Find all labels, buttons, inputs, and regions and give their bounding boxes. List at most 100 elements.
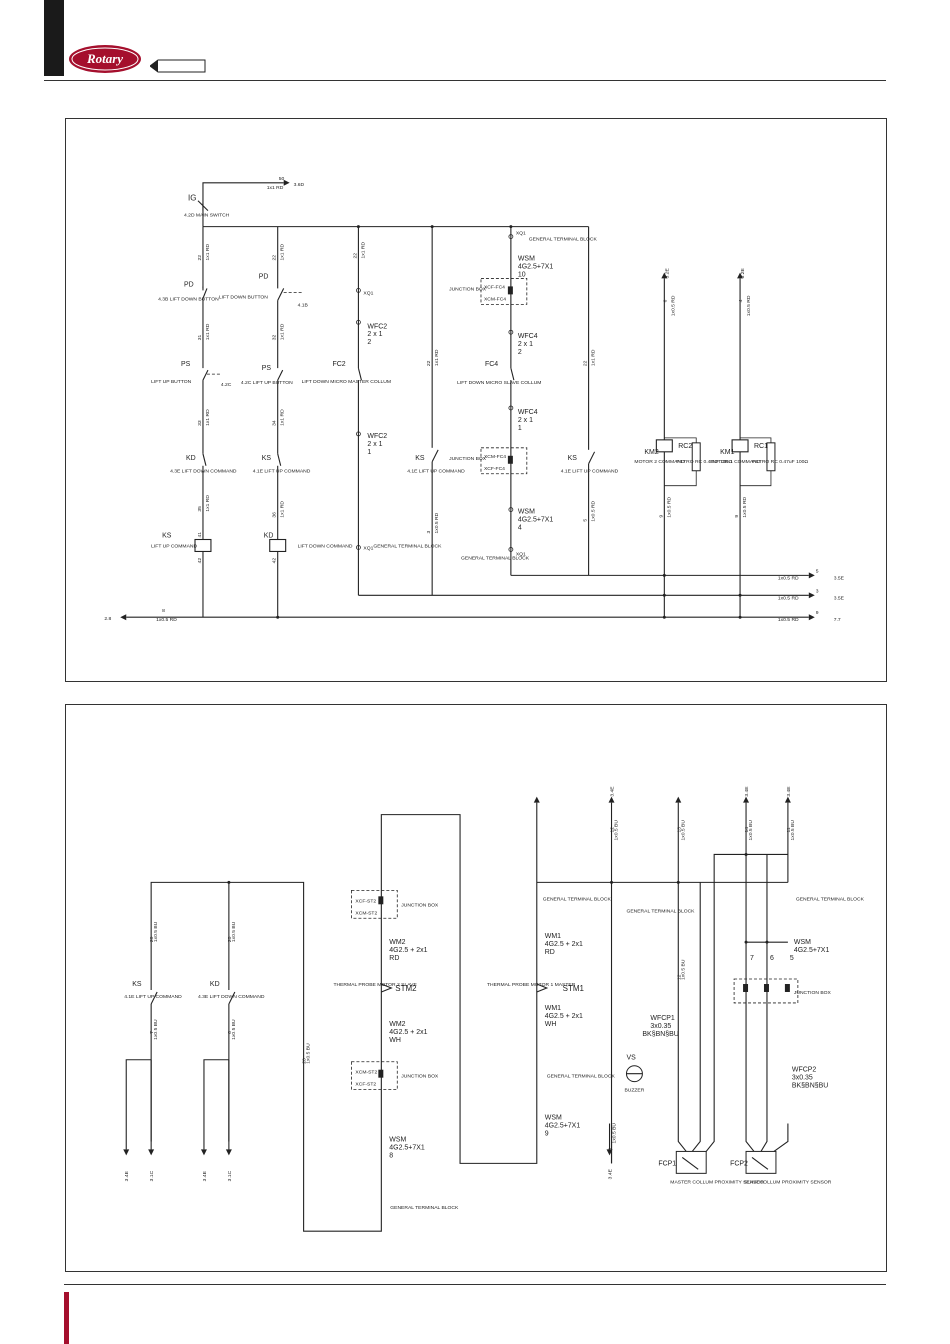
km1-desc: MOTOR 1 COMMAND <box>710 459 761 465</box>
junction2-xcm: XCM-FC4 <box>484 454 506 460</box>
pd1-id: PD <box>184 281 194 288</box>
wfc4-top-n: 2 <box>518 349 522 356</box>
w34: 34 <box>272 420 278 426</box>
ps1-id: PS <box>181 361 191 368</box>
terminal-top-xq: XQ1 <box>516 231 526 237</box>
bus5-ref: 3.5E <box>834 575 845 581</box>
w22-a: 22 <box>197 255 203 261</box>
xcf-st2-bot: XCF-ST2 <box>355 1082 376 1088</box>
ps2-desc: 4.2C LIFT UP BUTTON <box>241 380 293 386</box>
wm1-bot-c: WH <box>545 1021 557 1028</box>
kd1-id: KD <box>186 455 196 462</box>
wfc2-top-n: 2 <box>367 339 371 346</box>
wm2-top-c: RD <box>389 955 399 962</box>
wsm-a-spec: 4G2.5+7X1 <box>389 1144 425 1151</box>
xcm-st2-bot: XCM-ST2 <box>355 1070 377 1076</box>
w12-top-spec: 1x0.5 BU <box>614 820 620 841</box>
w6-spec: 1x0.5 BU <box>231 1019 237 1040</box>
w22-c: 22 <box>352 253 358 259</box>
fc4-desc: LIFT DOWN MICRO SLAVE COLLUM <box>457 380 541 386</box>
power-ref: 3.6D <box>294 182 305 188</box>
wsm-bot-spec: 4G2.5+7X1 <box>518 517 554 524</box>
w35-spec: 1x1 RD <box>205 495 211 512</box>
w33-spec: 1x1 RD <box>205 409 211 426</box>
rc1-desc: FILTRO RC 0.47uF 100Ω <box>752 459 808 465</box>
junction-st2-top: JUNCTION BOX <box>401 902 439 908</box>
stm1-id: STM1 <box>563 984 585 993</box>
km2-desc: MOTOR 2 COMMAND <box>634 459 685 465</box>
footer-rule <box>64 1284 886 1285</box>
terminal-right: GENERAL TERMINAL BLOCK <box>796 896 865 902</box>
kd1-desc: 4.3E LIFT DOWN COMMAND <box>170 469 237 475</box>
bus8-wire: 8 <box>162 608 165 614</box>
w32: 32 <box>272 334 278 340</box>
km2-id: KM2 <box>644 449 658 456</box>
w10: 10 <box>608 1148 614 1154</box>
w31: 31 <box>197 334 203 340</box>
power-wire: 50 <box>279 176 285 182</box>
junction-boxes <box>480 278 528 475</box>
wsm-b-id: WSM <box>545 1115 562 1122</box>
junction-wsm: JUNCTION BOX <box>794 990 832 996</box>
w9-b: 9 <box>734 515 740 518</box>
relay-coils <box>194 437 776 553</box>
rc1-id: RC1 <box>754 443 768 450</box>
header-rule <box>44 80 886 81</box>
bus9-spec: 1x0.5 RD <box>778 617 799 623</box>
w3: 3 <box>426 531 432 534</box>
terminal-sensor: GENERAL TERMINAL BLOCK <box>626 908 695 914</box>
ref-a1: 3.4E <box>124 1170 130 1181</box>
labels: 50 1x1 RD 3.6D IG 4.2D MAIN SWITCH PD 4.… <box>104 176 844 623</box>
bus5-wire: 5 <box>816 568 819 574</box>
wm2-bot-id: WM2 <box>389 1021 405 1028</box>
xcm-st2-top: XCM-ST2 <box>355 910 377 916</box>
terminal-fc2b-xq: XQ1 <box>363 545 373 551</box>
w22-d: 22 <box>426 360 432 366</box>
w34-spec: 1x1 RD <box>280 409 286 426</box>
vs-id: VS <box>626 1055 636 1062</box>
terminal-marks <box>356 234 514 552</box>
rotary-logo: Rotary <box>68 44 142 74</box>
w3-spec: 1x0.5 RD <box>434 512 440 533</box>
ref-b1: 3.4E <box>202 1170 208 1181</box>
ks-b-desc: 4.1E LIFT UP COMMAND <box>561 469 619 475</box>
wire-network <box>120 179 815 621</box>
bus8-spec: 1x0.5 RD <box>156 617 177 623</box>
w22-a-spec: 1x1 RD <box>205 244 211 261</box>
junction-st2-bot: JUNCTION BOX <box>401 1074 439 1080</box>
wsm-c-num-7: 7 <box>750 955 754 962</box>
w22-e: 22 <box>583 360 589 366</box>
w9-b-spec: 1x0.5 RD <box>742 496 748 517</box>
switch-symbols <box>196 286 596 466</box>
wfc4-top-spec: 2 x 1 <box>518 341 533 348</box>
w5: 5 <box>583 519 589 522</box>
motor-sensor-svg: KS 4.1E LIFT UP COMMAND KD 4.3E LIFT DOW… <box>123 786 865 1232</box>
wfcp2-spec: 3x0.35 <box>792 1075 813 1082</box>
km2-spec: 1x0.5 RD <box>670 295 676 316</box>
wfc4-top-id: WFC4 <box>518 333 538 340</box>
km1-spec: 1x0.5 RD <box>746 295 752 316</box>
km1-id: KM1 <box>720 449 734 456</box>
fc4-id: FC4 <box>485 361 498 368</box>
ref-34e-c: 3.4E <box>786 786 792 797</box>
w32-spec: 1x1 RD <box>280 323 286 340</box>
wsm-b-n: 9 <box>545 1130 549 1137</box>
wm2-bot-c: WH <box>389 1037 401 1044</box>
w20-c-spec: 1x0.5 BU <box>306 1043 312 1064</box>
stm1-desc: THERMAL PROBE MOTOR 1 MASTER <box>487 982 576 988</box>
fcp1-id: FCP1 <box>658 1160 676 1167</box>
w6: 6 <box>227 1031 233 1034</box>
w12-top: 12 <box>610 827 616 833</box>
w11-top: 11 <box>786 827 792 832</box>
w13-top: 13 <box>676 827 682 833</box>
ref-34e: 3.4E <box>610 786 616 797</box>
w11-top-spec: 1x0.5 BU <box>790 820 796 841</box>
wsm-top-n: 10 <box>518 271 526 278</box>
w33: 33 <box>197 420 203 426</box>
wm1-top-spec: 4G2.5 + 2x1 <box>545 941 583 948</box>
wfcp1-c: BK§BN§BU <box>642 1031 678 1038</box>
wfc2-top-spec: 2 x 1 <box>367 331 382 338</box>
wm1-top-c: RD <box>545 949 555 956</box>
w14-top-spec: 1x0.5 BU <box>748 820 754 841</box>
ks-a-desc: 4.1E LIFT UP COMMAND <box>407 469 465 475</box>
